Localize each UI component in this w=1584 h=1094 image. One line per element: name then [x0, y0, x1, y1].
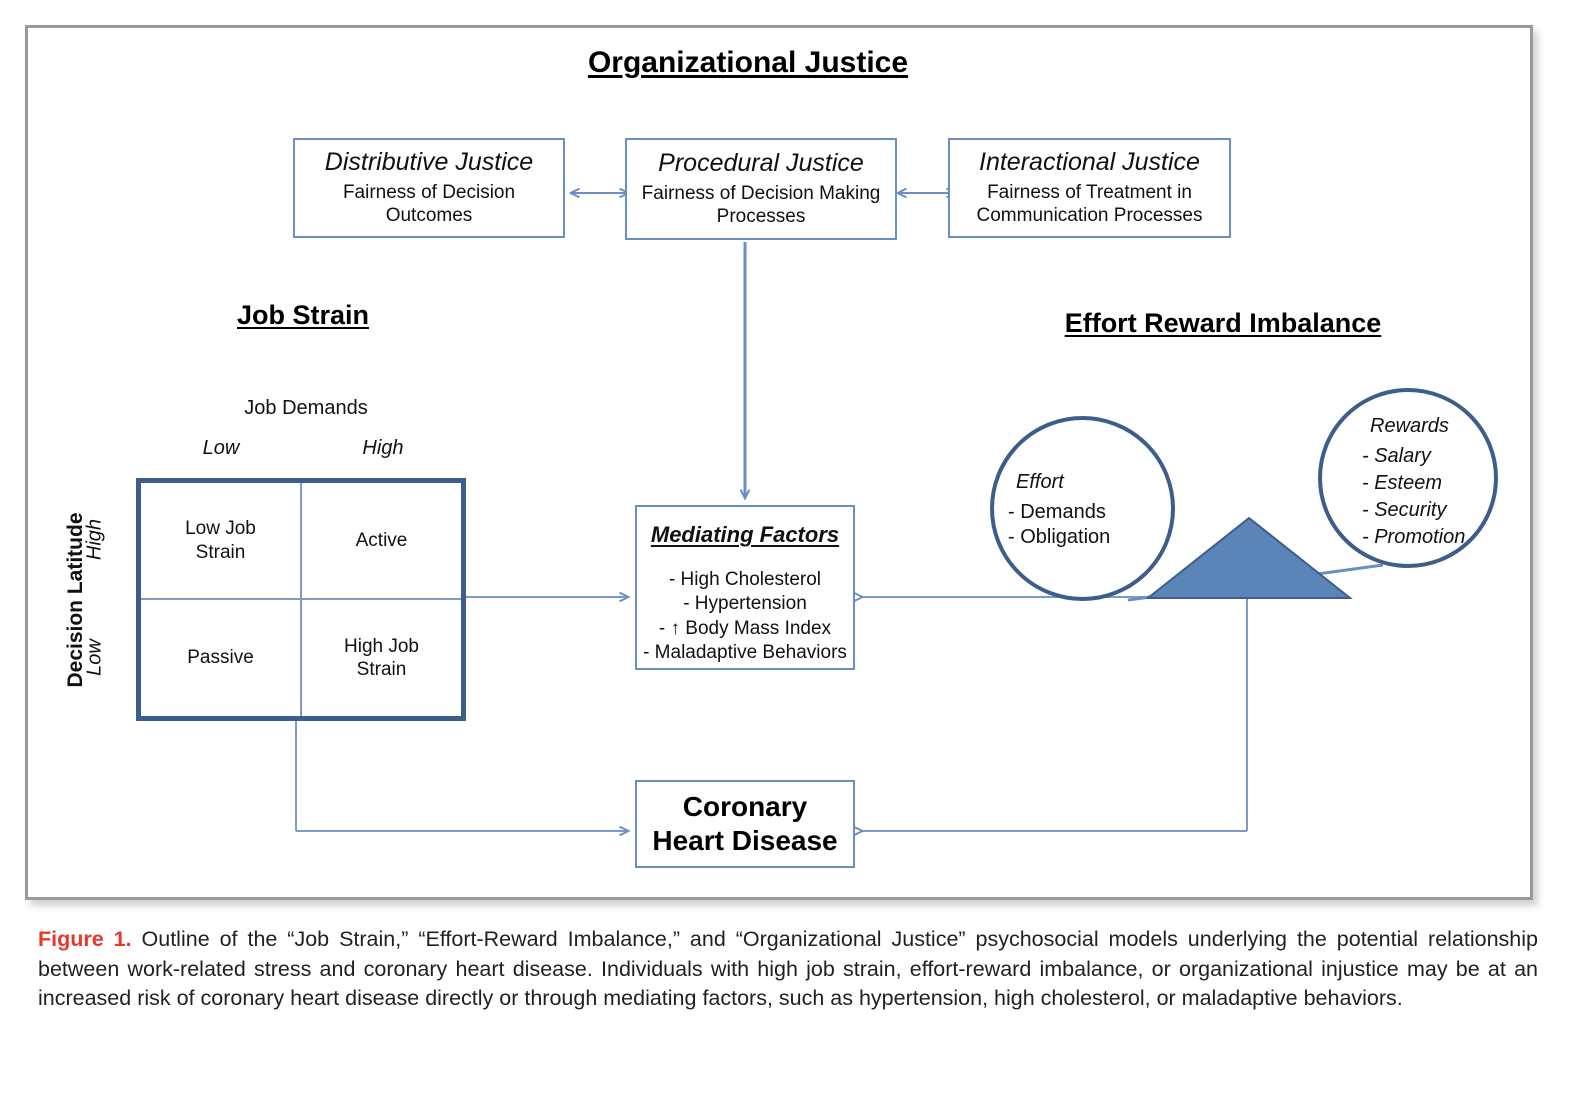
- job-demands-low-label: Low: [202, 437, 240, 459]
- circle-rewards[interactable]: Rewards - Salary - Esteem - Security - P…: [1318, 388, 1498, 568]
- figure-number: Figure 1.: [38, 927, 132, 951]
- job-strain-title: Job Strain: [236, 300, 370, 330]
- procedural-justice-subtitle-line1: Fairness of Decision Making: [641, 182, 881, 204]
- box-distributive-justice[interactable]: Distributive Justice Fairness of Decisio…: [293, 138, 565, 238]
- box-mediating-factors[interactable]: Mediating Factors - High Cholesterol - H…: [635, 505, 855, 670]
- job-demands-axis-title: Job Demands: [244, 397, 368, 419]
- mediating-factor-body-mass-index: - ↑ Body Mass Index: [658, 617, 832, 639]
- matrix-cell-high-job-strain-line2: Strain: [356, 659, 407, 680]
- chd-line1: Coronary: [682, 790, 808, 822]
- chd-line2: Heart Disease: [652, 825, 838, 856]
- mediating-factors-list: - High Cholesterol - Hypertension - ↑ Bo…: [643, 568, 847, 665]
- fulcrum-triangle: [1145, 516, 1353, 599]
- mediating-factor-high-cholesterol: - High Cholesterol: [668, 569, 822, 590]
- rewards-heading: Rewards: [1370, 415, 1449, 437]
- decision-latitude-high-label: High: [83, 518, 106, 561]
- box-interactional-justice[interactable]: Interactional Justice Fairness of Treatm…: [948, 138, 1231, 238]
- rewards-item-esteem: - Esteem: [1362, 472, 1443, 494]
- arrow-effortreward-to-chd: [862, 597, 1248, 831]
- matrix-cell-high-job-strain: High Job Strain: [302, 600, 461, 716]
- rewards-item-promotion: - Promotion: [1362, 526, 1466, 548]
- job-demands-high-label: High: [362, 437, 404, 459]
- figure-caption-text: Outline of the “Job Strain,” “Effort-Rew…: [38, 927, 1538, 1011]
- procedural-justice-heading: Procedural Justice: [658, 149, 864, 178]
- diagram-canvas: Organizational Justice Distributive Just…: [28, 28, 1530, 897]
- distributive-justice-subtitle-line1: Fairness of Decision: [342, 181, 516, 203]
- box-procedural-justice[interactable]: Procedural Justice Fairness of Decision …: [625, 138, 897, 240]
- effort-heading: Effort: [1016, 471, 1064, 493]
- mediating-factor-maladaptive-behaviors: - Maladaptive Behaviors: [643, 641, 847, 663]
- organizational-justice-title: Organizational Justice: [587, 46, 909, 79]
- decision-latitude-low-label: Low: [83, 639, 106, 676]
- matrix-cell-low-job-strain: Low Job Strain: [141, 483, 300, 598]
- matrix-cell-active: Active: [355, 529, 408, 551]
- box-coronary-heart-disease[interactable]: Coronary Heart Disease: [635, 780, 855, 868]
- effort-reward-imbalance-title: Effort Reward Imbalance: [1064, 308, 1382, 338]
- arrow-jobstrain-to-chd: [295, 718, 628, 831]
- mediating-factors-heading: Mediating Factors: [650, 522, 840, 547]
- mediating-factor-hypertension: - Hypertension: [683, 593, 807, 615]
- matrix-cell-low-job-strain-line2: Strain: [195, 541, 246, 563]
- interactional-justice-subtitle-line1: Fairness of Treatment in: [987, 181, 1192, 203]
- figure-frame: Organizational Justice Distributive Just…: [25, 25, 1533, 900]
- matrix-cell-high-job-strain-line1: High Job: [344, 635, 419, 657]
- effort-item-demands: - Demands: [1008, 501, 1106, 523]
- interactional-justice-subtitle-line2: Communication Processes: [976, 204, 1203, 226]
- effort-item-obligation: - Obligation: [1008, 526, 1111, 548]
- figure-caption: Figure 1. Outline of the “Job Strain,” “…: [38, 925, 1538, 1014]
- matrix-horizontal-divider: [141, 598, 461, 600]
- rewards-item-salary: - Salary: [1362, 445, 1431, 467]
- connector-layer: [295, 28, 1384, 897]
- distributive-justice-subtitle-line2: Outcomes: [385, 204, 473, 226]
- matrix-cell-low-job-strain-line1: Low Job: [185, 518, 256, 540]
- matrix-cell-passive: Passive: [187, 647, 254, 669]
- procedural-justice-subtitle-line2: Processes: [716, 205, 806, 227]
- distributive-justice-heading: Distributive Justice: [324, 148, 534, 177]
- job-strain-matrix: Low Job Strain Active Passive High Job S…: [136, 478, 466, 721]
- circle-effort[interactable]: Effort - Demands - Obligation: [990, 416, 1175, 601]
- interactional-justice-heading: Interactional Justice: [979, 148, 1200, 177]
- rewards-item-security: - Security: [1362, 499, 1447, 521]
